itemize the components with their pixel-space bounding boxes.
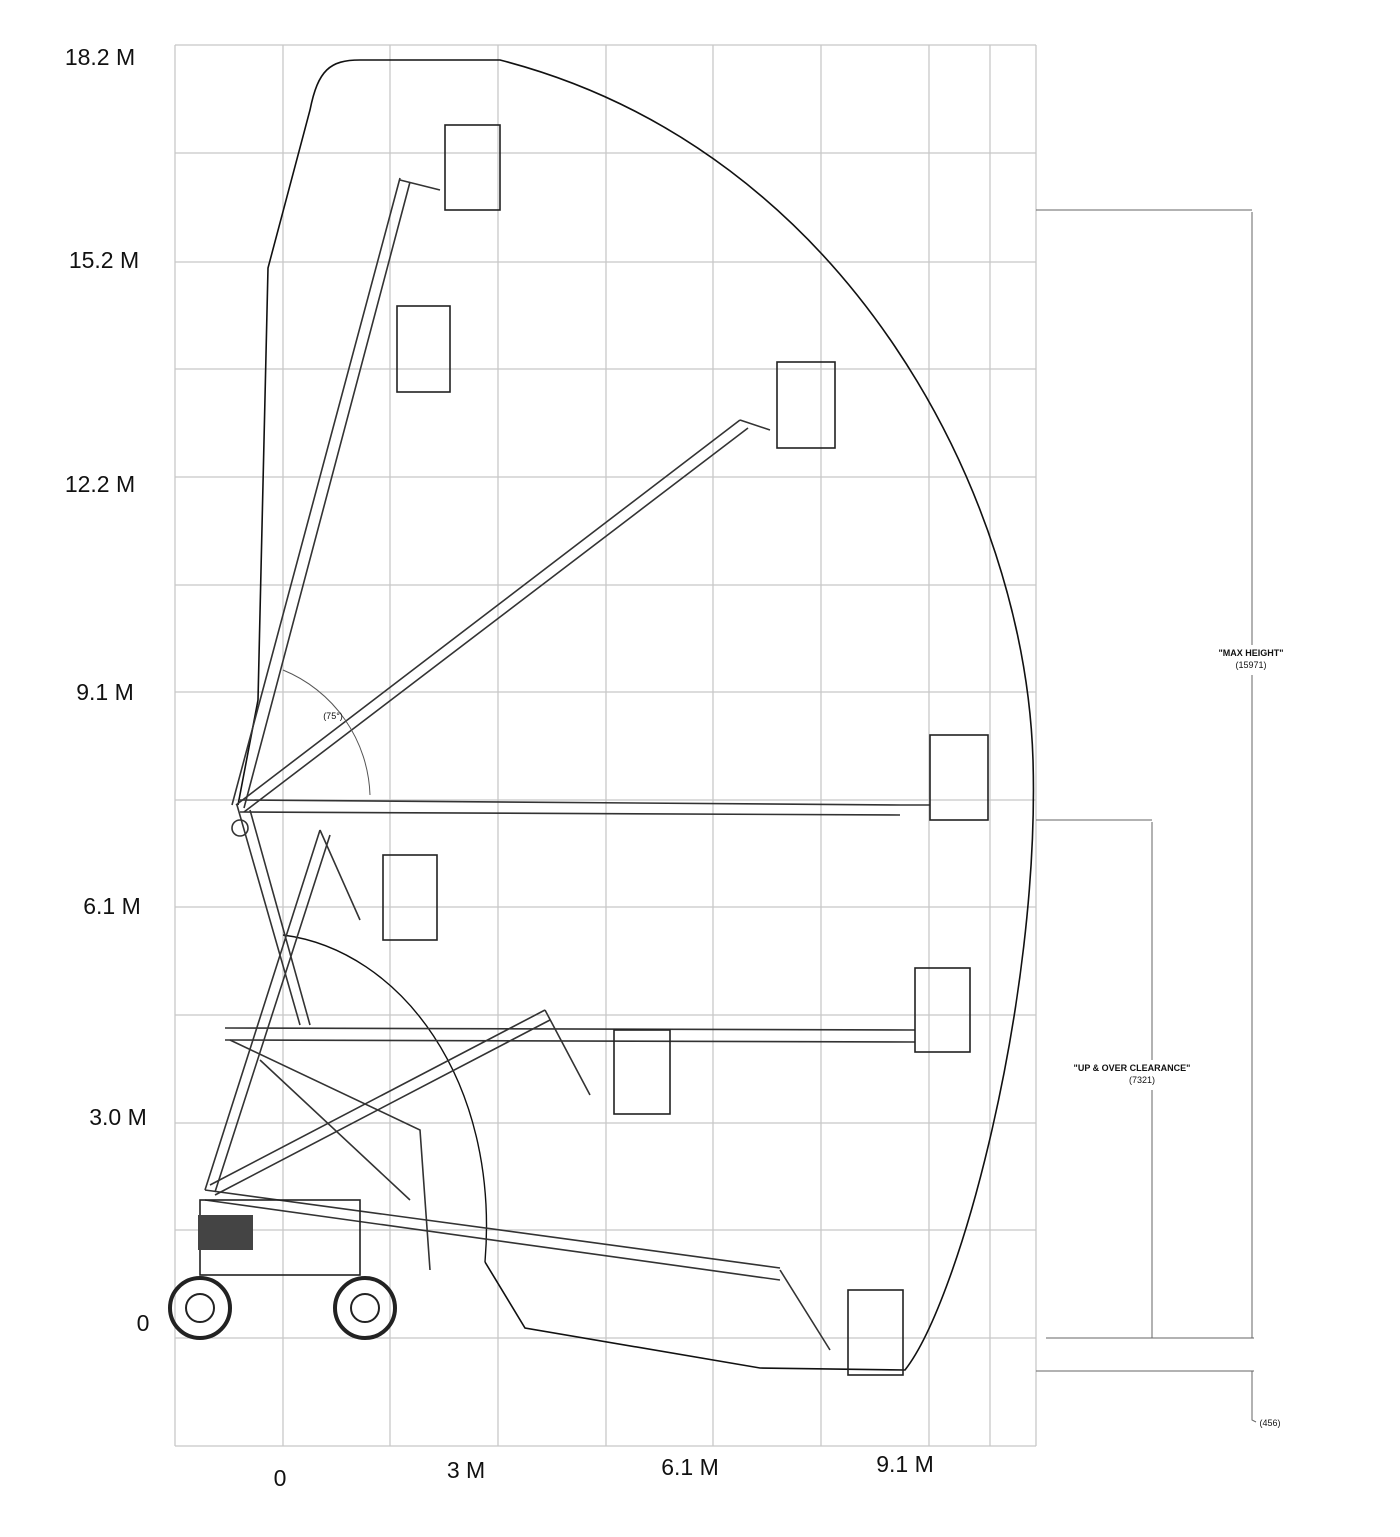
up-over-clearance-label: "UP & OVER CLEARANCE" — [1074, 1063, 1191, 1073]
wheel — [333, 1276, 397, 1340]
x-tick-label: 6.1 M — [661, 1454, 719, 1480]
working-envelope — [237, 59, 1035, 1371]
inner-envelope-arc — [282, 934, 488, 1263]
basket — [444, 124, 501, 211]
below-grade-value: (456) — [1259, 1418, 1280, 1428]
y-tick-label: 15.2 M — [69, 247, 139, 273]
y-tick-label: 18.2 M — [65, 44, 135, 70]
x-tick-label: 3 M — [447, 1457, 485, 1483]
wheel — [168, 1276, 232, 1340]
x-tick-label: 9.1 M — [876, 1451, 934, 1477]
basket — [613, 1029, 671, 1115]
basket — [914, 967, 971, 1053]
basket — [382, 854, 438, 941]
x-tick-label: 0 — [274, 1465, 287, 1491]
basket — [847, 1289, 904, 1376]
max-height-label: "MAX HEIGHT" — [1218, 648, 1283, 658]
boom-angle-label: (75°) — [323, 711, 343, 721]
y-tick-label: 12.2 M — [65, 471, 135, 497]
y-tick-label: 3.0 M — [89, 1104, 147, 1130]
basket — [396, 305, 451, 393]
grid — [174, 44, 1037, 1447]
basket — [776, 361, 836, 449]
y-tick-label: 9.1 M — [76, 679, 134, 705]
vehicle-chassis — [168, 1199, 397, 1340]
platform-baskets — [382, 124, 989, 1376]
up-over-clearance-value: (7321) — [1129, 1075, 1155, 1085]
lift-mechanism — [204, 177, 930, 1351]
y-tick-label: 6.1 M — [83, 893, 141, 919]
max-height-value: (15971) — [1235, 660, 1266, 670]
basket — [929, 734, 989, 821]
dimension-lines — [1036, 209, 1257, 1423]
y-tick-label: 0 — [137, 1310, 150, 1336]
